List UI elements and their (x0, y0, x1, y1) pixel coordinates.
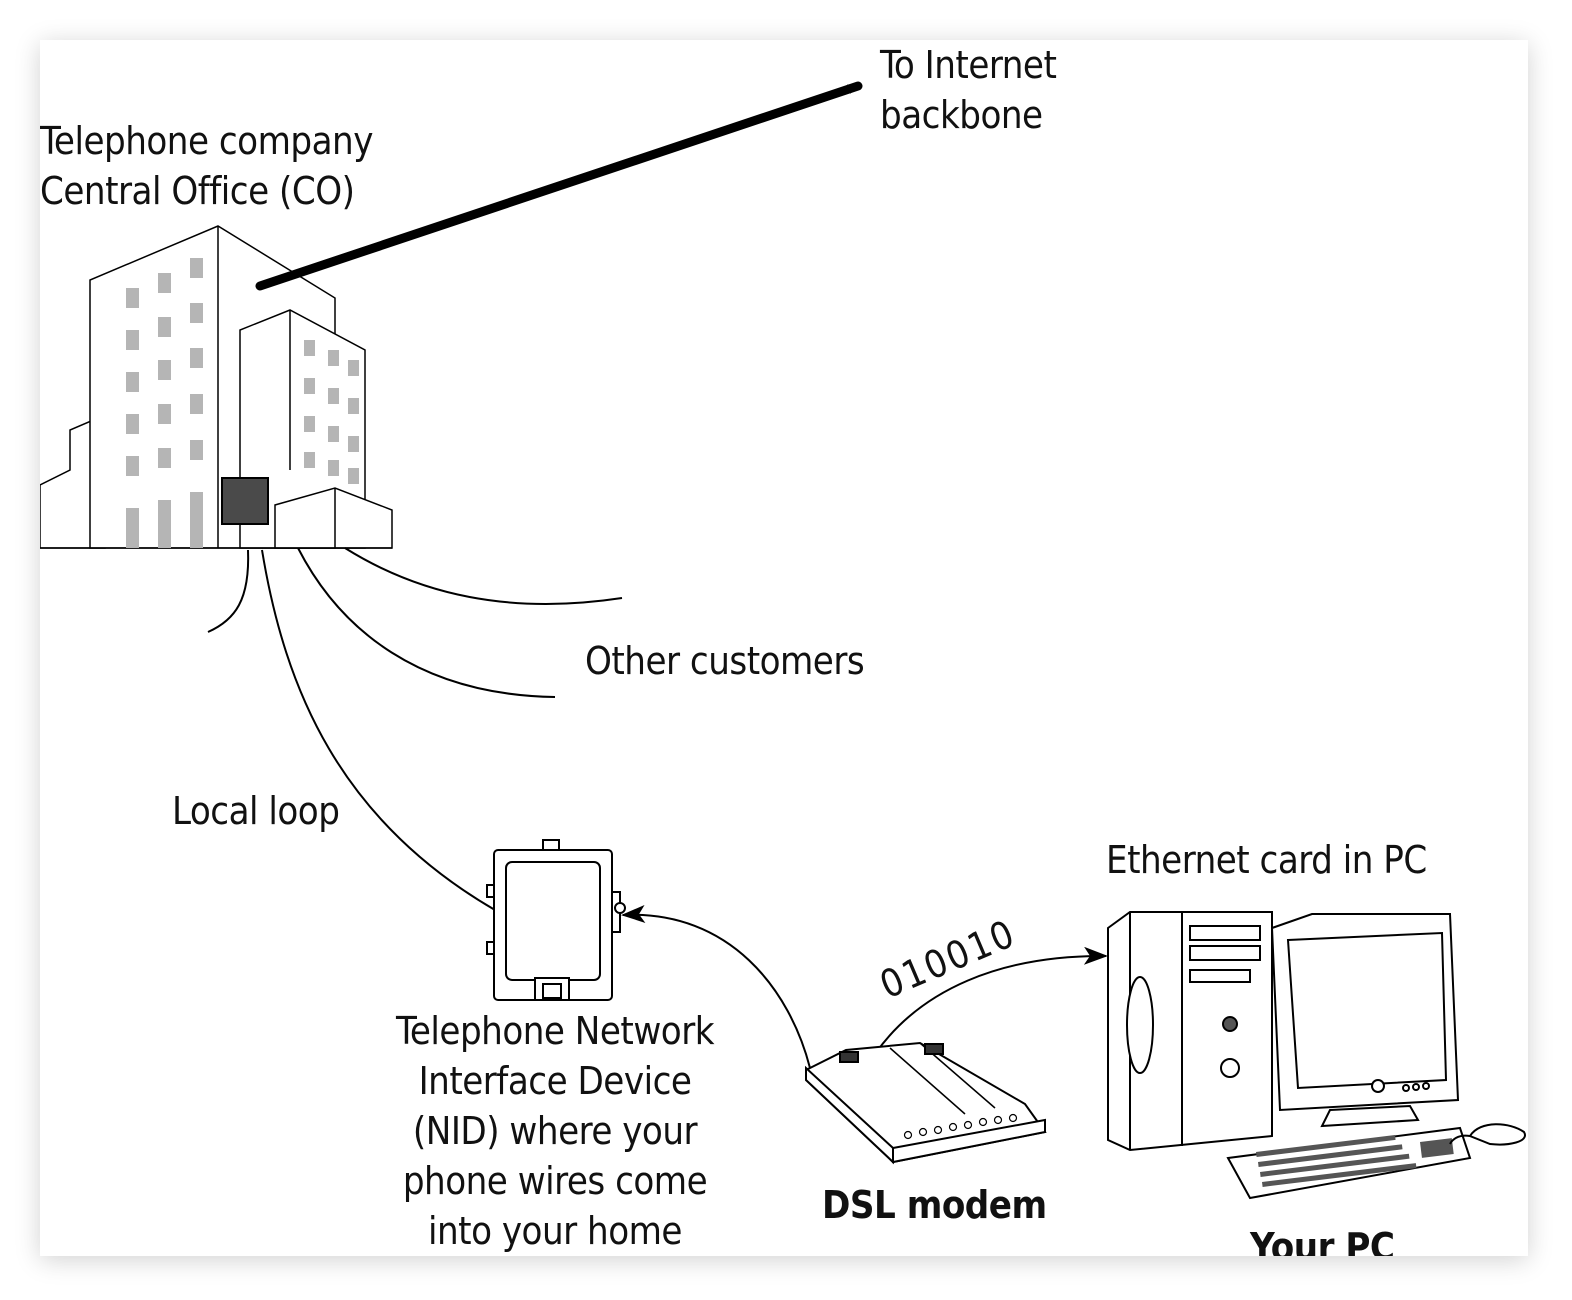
pc-monitor (1270, 913, 1460, 1128)
local-loop-wire (261, 549, 496, 911)
dsl-modem-device (805, 1041, 1047, 1165)
central-office-label: Telephone company Central Office (CO) (40, 116, 373, 216)
nid-box (486, 839, 626, 1001)
pc-mouse (1449, 1123, 1526, 1146)
internet-backbone-label: To Internet backbone (880, 40, 1057, 140)
pc-tower (1107, 911, 1273, 1152)
internet-line1: To Internet (880, 43, 1057, 87)
internet-line2: backbone (880, 93, 1043, 137)
nid-line1: Telephone Network (395, 1009, 715, 1053)
building-windows (126, 258, 359, 548)
co-equipment-box (221, 477, 269, 525)
central-office-line2: Central Office (CO) (40, 169, 355, 213)
internet-backbone-arrow (255, 81, 863, 291)
modem-to-nid-arrow (621, 904, 811, 1069)
nid-label: Telephone Network Interface Device (NID)… (355, 1006, 755, 1256)
dsl-modem-label: DSL modem (822, 1183, 1047, 1227)
local-loop-label: Local loop (172, 789, 340, 833)
nid-line2: Interface Device (418, 1059, 692, 1103)
nid-line4: phone wires come (402, 1159, 708, 1203)
your-pc-label: Your PC (1250, 1225, 1395, 1256)
nid-line3: (NID) where your (412, 1109, 698, 1153)
central-office-line1: Telephone company (40, 119, 373, 163)
ethernet-card-label: Ethernet card in PC (1106, 838, 1427, 882)
central-office-building (40, 225, 393, 549)
pc-keyboard (1226, 1126, 1472, 1200)
nid-line5: into your home (428, 1209, 682, 1253)
customer-wires (207, 547, 623, 698)
other-customers-label: Other customers (585, 639, 865, 683)
modem-to-pc-arrow (874, 946, 1108, 1055)
dsl-diagram: Telephone company Central Office (CO) To… (40, 40, 1528, 1256)
